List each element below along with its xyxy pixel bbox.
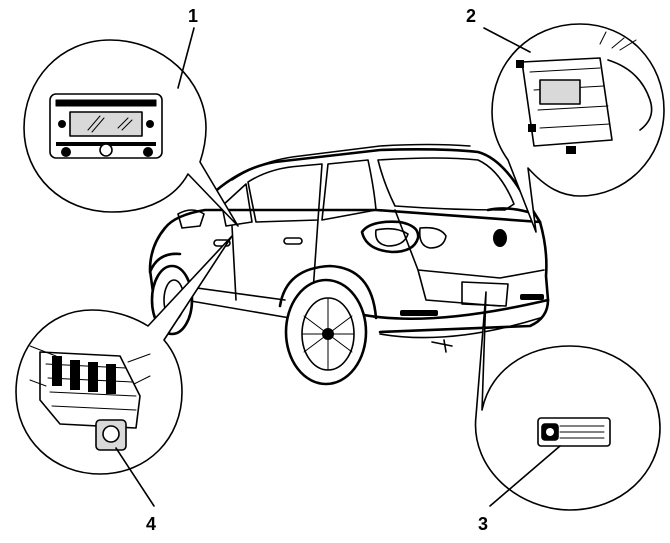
rear-sensor-icon — [537, 417, 611, 447]
fuse-relay-box-icon — [29, 345, 151, 451]
callout-label-2: 2 — [466, 6, 476, 26]
detail-circle-fusebox — [15, 235, 233, 475]
detail-circle-sensor — [474, 291, 661, 511]
callout-leaders — [115, 27, 561, 507]
detail-circle-radio — [23, 39, 239, 227]
callout-label-3: 3 — [478, 514, 488, 534]
control-module-icon — [516, 31, 653, 154]
callout-label-4: 4 — [146, 514, 156, 534]
radio-unit-icon — [49, 93, 163, 159]
callout-label-1: 1 — [188, 6, 198, 26]
detail-circle-module — [491, 23, 665, 233]
